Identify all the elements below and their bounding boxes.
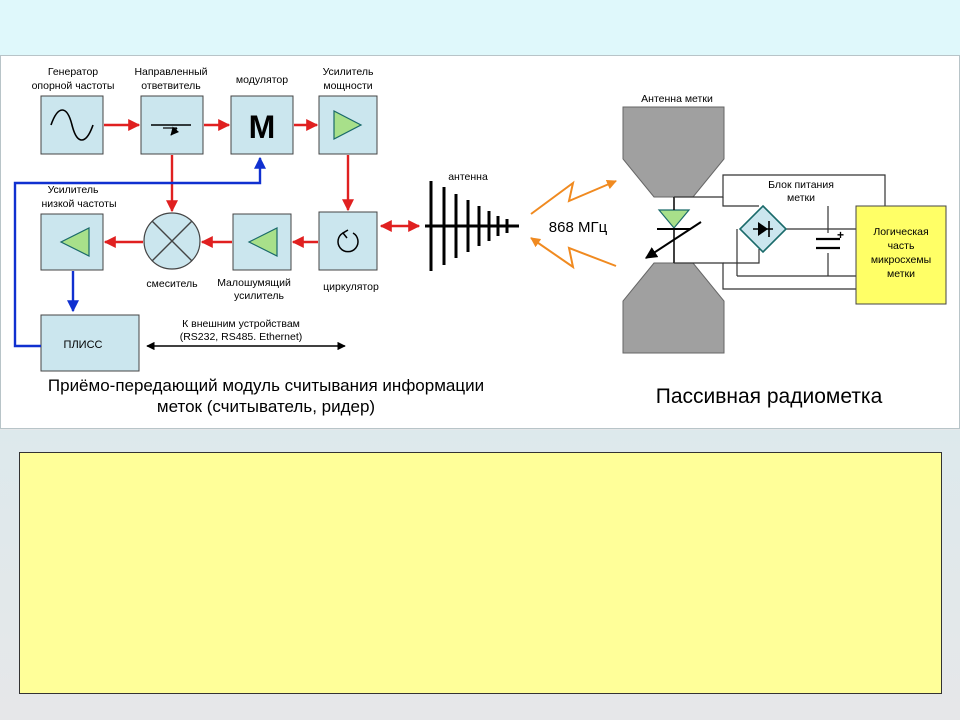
tag-caption: Пассивная радиометка [656,385,883,408]
generator-label-2: опорной частоты [32,80,115,92]
amplifier-triangle-icon [333,110,363,140]
external-label-1: К внешним устройствам [182,318,300,330]
tag-antenna-bottom-icon [622,262,725,354]
title-band [0,0,960,55]
logic-block [855,205,947,305]
reader-antenna-icon [425,181,519,271]
tag-capacitor-icon [816,237,840,250]
capacitor-plus-sign: + [837,228,844,242]
power-amp-block [318,95,378,155]
logic-label-1: Логическая [873,226,928,238]
tag-antenna-top-icon [622,106,725,198]
lna-label-1: Малошумящий [217,277,291,289]
modulator-symbol: M [249,109,276,145]
mixer-label: смеситель [146,278,198,290]
mixer-block [143,212,201,270]
coupler-label-1: Направленный [134,66,207,78]
note-box [19,452,942,694]
signal-arrows [103,119,421,248]
reader-caption-line-1: Приёмо-передающий модуль считывания инфо… [48,376,484,395]
rfid-system-diagram: Генератор опорной частоты Направленный о… [0,55,960,429]
modulator-label: модулятор [236,74,288,86]
power-amp-label-1: Усилитель [323,66,374,78]
power-label-2: метки [787,192,815,204]
frequency-label: 868 МГц [549,219,608,236]
tag-diode-icon [644,197,702,263]
diagram-svg: Генератор опорной частоты Направленный о… [13,66,947,416]
coupler-block [140,95,204,155]
amplifier-triangle-icon [247,227,278,257]
lna-label-2: усилитель [234,290,285,302]
logic-label-4: метки [887,268,915,280]
lf-amp-label-2: низкой частоты [41,198,116,210]
fpga-block [40,314,140,372]
reader-antenna-label: антенна [448,171,488,183]
generator-label-1: Генератор [48,66,98,78]
logic-label-2: часть [888,240,915,252]
lf-amp-block [40,213,104,271]
reader-caption-line-2: меток (считыватель, ридер) [157,397,375,416]
modulator-block: M [230,95,294,155]
external-label-2: (RS232, RS485. Ethernet) [180,331,303,343]
sine-wave-icon [50,109,94,141]
circulator-block [318,211,378,271]
logic-label-3: микросхемы [871,254,931,266]
power-amp-label-2: мощности [323,80,372,92]
amplifier-triangle-icon [59,227,90,257]
radio-wave-icons [530,179,617,270]
generator-block [40,95,104,155]
coupler-label-2: ответвитель [141,80,201,92]
fpga-label: ПЛИСС [64,339,103,351]
circulator-icon [337,232,359,253]
lna-block [232,213,292,271]
power-label-1: Блок питания [768,179,834,191]
coupler-arrow-icon [170,126,180,136]
lf-amp-label-1: Усилитель [48,184,99,196]
tag-rectifier-icon [738,204,788,254]
control-lines [13,156,266,348]
tag-antenna-label: Антенна метки [641,93,713,105]
circulator-label: циркулятор [323,281,379,293]
